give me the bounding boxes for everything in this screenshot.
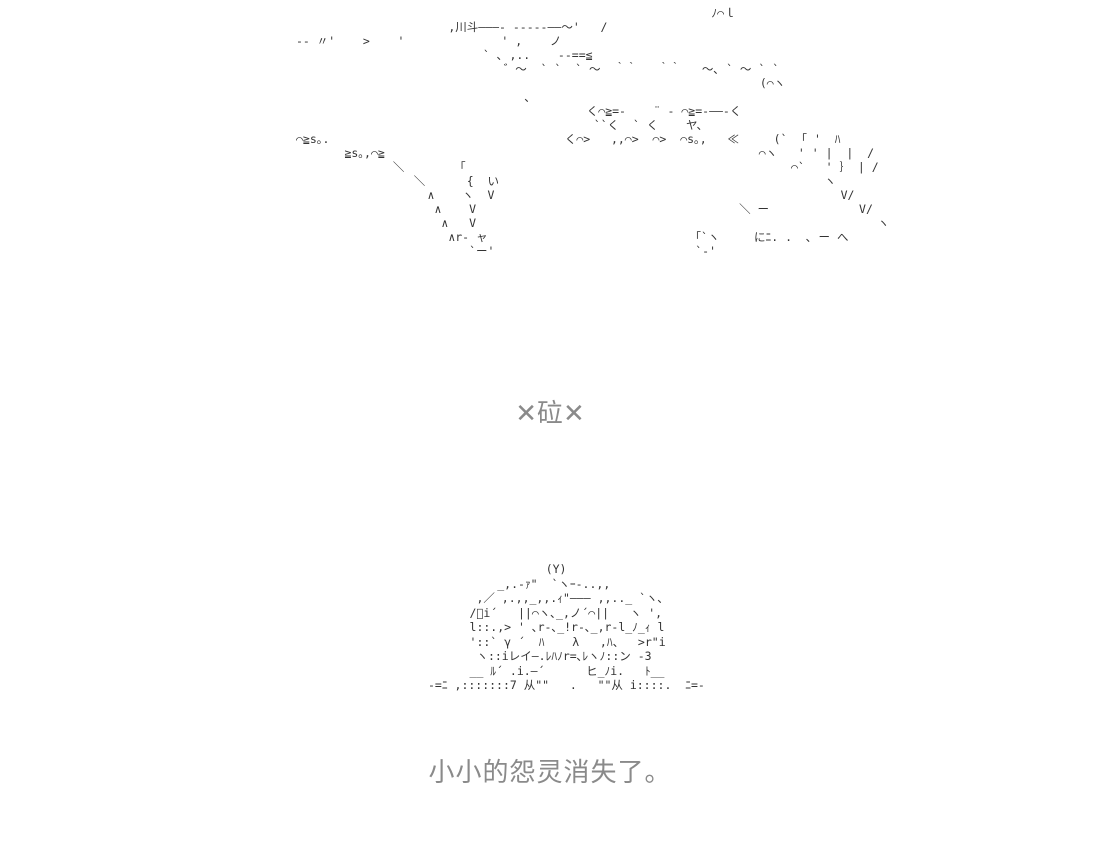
ascii-art-cast-scene: ﾉ⌒ｌ ,川斗―――- -----――～' / -- 〃' > ' ' , ノ … xyxy=(296,6,889,258)
art-bottom-line: (Y) xyxy=(428,562,567,576)
art-top-line: ､ xyxy=(296,90,531,104)
art-top-line: ∧ V ＼ ー V/ xyxy=(296,202,873,216)
art-top-line: ゛～ ` ` ` ～ ｀｀ ｀｀ ～､ ` ～ ` ` xyxy=(296,62,787,76)
art-bottom-line: _,.‐ｧ" `ヽｰ-..,, xyxy=(428,576,611,591)
art-top-line: ` ､ ,.. -‐==≦ xyxy=(296,48,593,62)
caption-text: 小小的怨灵消失了。 xyxy=(428,758,672,788)
art-top-line: ＼ ｢ ⌒` ' ｝ | / xyxy=(296,160,879,174)
art-bottom-line: ,／ ,.,,_,,.ｨ"――― ,,.._ `ヽ､ xyxy=(428,591,664,605)
art-top-line: -- 〃' > ' ' , ノ xyxy=(296,34,562,48)
art-bottom-line: '::` γ ´ ﾊ λ ,ﾊ、 >r"i xyxy=(428,634,666,649)
art-bottom-line: ヽ::iレイ―.ﾚﾊﾉr=､ﾚヽﾉ::ン -3 xyxy=(428,649,652,663)
art-top-line: ∧r- ャ ｢`ヽ にﾆ. . ､ ー へ xyxy=(296,230,849,244)
art-bottom-line: -=ﾆ ,:::::::7 从"" . ""从 i::::. ﾆ=- xyxy=(428,678,705,692)
art-top-line: ∧ ヽ V V/ xyxy=(296,188,855,202)
art-top-line: ≧s｡,⌒≧ ⌒ヽ ' ' | | / xyxy=(296,146,875,160)
ascii-art-fading-spirit: (Y) _,.‐ｧ" `ヽｰ-..,, ,／ ,.,,_,,.ｨ"――― ,,.… xyxy=(428,562,705,693)
art-top-line: (⌒ヽ xyxy=(296,76,786,90)
art-top-line: ∧ V ヽ xyxy=(296,216,890,230)
art-top-line: `ー' `‐' xyxy=(296,244,716,258)
art-bottom-line: __ ﾙ´ .i.―´ ヒ_ﾉi. ﾄ__ xyxy=(428,663,665,678)
art-top-line: ,川斗―――- -----――～' / xyxy=(296,20,608,34)
art-bottom-line: /ﾞi´ ||⌒ヽ､_,ノ´⌒|| ヽ ', xyxy=(428,605,663,620)
art-top-line: く⌒≧=- ¨ ‐ ⌒≧=-――-く xyxy=(296,104,742,118)
art-top-line: ⌒≧s｡. く⌒> ,,⌒> ⌒> ⌒s｡, ≪ (` ｢ ' ﾊ xyxy=(296,132,841,146)
art-top-line: ``く ` く ヤ、 xyxy=(296,118,709,132)
art-top-line: ＼ { い ヽ xyxy=(296,174,836,188)
sound-effect-text: ✕砬✕ xyxy=(515,399,585,429)
art-bottom-line: l::.,> ' ､r‐､_!r‐､_,r‐l_ﾉ_ｨ l xyxy=(428,620,665,634)
art-top-line: ﾉ⌒ｌ xyxy=(296,6,736,20)
